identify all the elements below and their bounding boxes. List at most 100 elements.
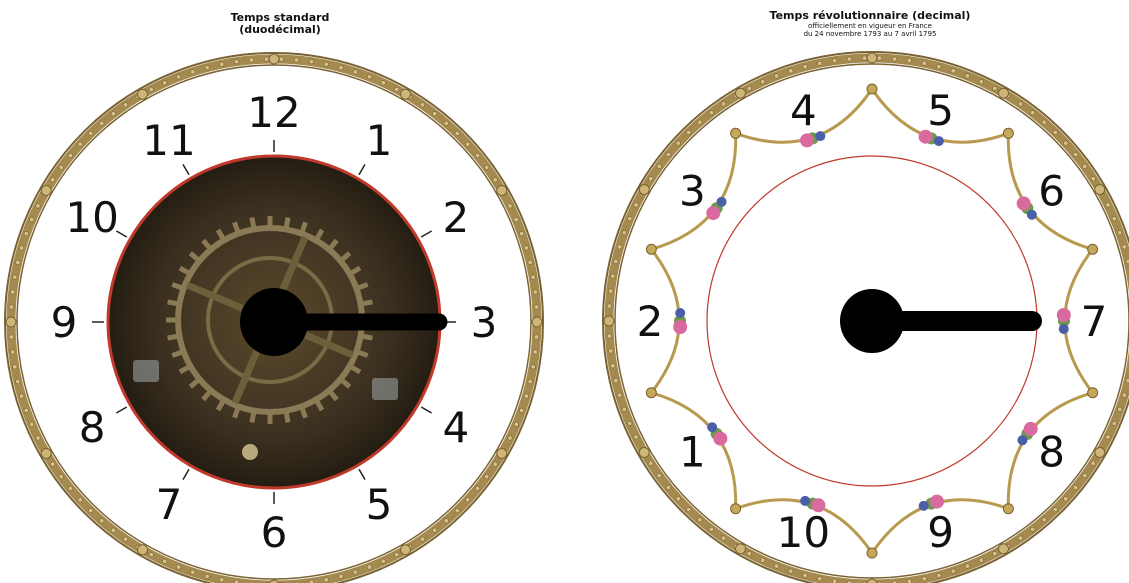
bezel-bead — [99, 518, 105, 524]
right-clock-title: Temps révolutionnaire (decimal) officiel… — [700, 10, 1040, 39]
hand-hub — [240, 288, 308, 356]
bezel-bead — [1090, 460, 1096, 466]
bezel-bead — [892, 580, 898, 583]
decimal-numeral-5: 5 — [927, 86, 954, 135]
bezel-bead — [802, 64, 808, 70]
bezel-bead — [721, 101, 727, 107]
bezel-bead — [279, 56, 285, 62]
bezel-bead — [513, 217, 519, 223]
bezel-stud — [603, 315, 615, 327]
decimal-numeral-8: 8 — [1038, 427, 1065, 476]
bezel-bead — [708, 526, 714, 532]
gear-tooth — [348, 363, 362, 375]
bezel-inner-edge — [614, 63, 1129, 579]
bezel-bead — [527, 379, 533, 385]
bezel-bead — [978, 557, 984, 563]
bezel-bead — [338, 573, 344, 579]
bezel-bead — [67, 153, 73, 159]
bezel-bead — [523, 245, 529, 251]
bezel-bead — [219, 577, 225, 583]
garland-rosette — [730, 127, 742, 139]
gear-tooth — [283, 217, 291, 230]
bezel-bead — [443, 518, 449, 524]
bezel-bead — [686, 507, 692, 513]
bezel-stud — [496, 185, 508, 196]
bezel-bead — [523, 393, 529, 399]
bezel-bead — [454, 130, 460, 136]
bezel-stud — [40, 185, 52, 196]
gear-tooth — [327, 238, 339, 252]
bezel-stud — [137, 544, 148, 556]
garland-flower-blue — [800, 495, 811, 506]
bezel-bead — [892, 56, 898, 62]
bezel-bead — [846, 580, 852, 583]
gear-tooth — [299, 405, 308, 419]
bezel-bead — [99, 120, 105, 126]
bezel-bead — [1105, 202, 1111, 208]
garland-rosette — [1087, 243, 1099, 255]
bezel-bead — [519, 231, 525, 237]
hour-tick — [182, 164, 190, 176]
decimal-numeral-2: 2 — [637, 297, 664, 346]
hour-tick — [358, 164, 366, 176]
garland-rosette — [645, 387, 657, 399]
bezel-bead — [697, 119, 703, 125]
gear-tooth — [167, 333, 180, 341]
garland-rosette — [1087, 387, 1099, 399]
bezel-bead — [484, 474, 490, 480]
bezel-bead — [665, 484, 671, 490]
gear-tooth — [299, 221, 308, 235]
bezel-bead — [906, 58, 912, 64]
bezel-bead — [10, 289, 16, 295]
bezel-bead — [613, 378, 619, 384]
bezel-bead — [465, 141, 471, 147]
bezel-bead — [219, 61, 225, 67]
decimal-numeral-7: 7 — [1081, 297, 1108, 346]
bezel-bead — [110, 111, 116, 117]
garland-rosette — [866, 547, 878, 559]
bezel-bead — [454, 508, 460, 514]
garland-flower-blue — [675, 308, 686, 319]
bezel-outer-edge — [602, 51, 1129, 583]
bezel-bead — [394, 552, 400, 558]
bezel-bead — [606, 303, 612, 309]
bezel-stud — [137, 88, 148, 100]
garland-flower-pink — [673, 319, 688, 334]
decimal-numeral-4: 4 — [790, 86, 817, 135]
bezel-bead — [846, 56, 852, 62]
bezel-bead — [656, 473, 662, 479]
bezel-bead — [1105, 434, 1111, 440]
bezel-bead — [123, 536, 129, 542]
gear-tooth — [360, 333, 373, 341]
bezel-bead — [15, 379, 21, 385]
bezel-stud — [268, 579, 280, 583]
bezel-stud — [638, 447, 650, 458]
garland-flower-pink — [918, 129, 933, 144]
garland-flower-blue — [815, 131, 826, 142]
gear-tooth — [283, 410, 291, 423]
hour-tick — [182, 468, 190, 480]
right-subtitle-line2: du 24 novembre 1793 au 7 avril 1795 — [803, 30, 937, 38]
bezel-stud — [400, 88, 411, 100]
bezel-bead — [675, 496, 681, 502]
bezel-bead — [1111, 216, 1117, 222]
bezel-bead — [648, 460, 654, 466]
bezel-bead — [380, 558, 386, 564]
bezel-bead — [513, 421, 519, 427]
bezel-bead — [176, 74, 182, 80]
bezel-stud — [866, 578, 878, 583]
bezel-bead — [817, 576, 823, 582]
bezel-stud — [531, 316, 543, 328]
bezel-bead — [419, 102, 425, 108]
bezel-bead — [964, 563, 970, 569]
hour-numeral-11: 11 — [142, 116, 195, 165]
bezel-bead — [530, 364, 536, 370]
bezel-bead — [708, 110, 714, 116]
bezel-bead — [35, 203, 41, 209]
bezel-bead — [492, 177, 498, 183]
bezel-bead — [627, 216, 633, 222]
bezel-bead — [617, 392, 623, 398]
garland-flower-pink — [1016, 196, 1031, 211]
bezel-bead — [1090, 176, 1096, 182]
